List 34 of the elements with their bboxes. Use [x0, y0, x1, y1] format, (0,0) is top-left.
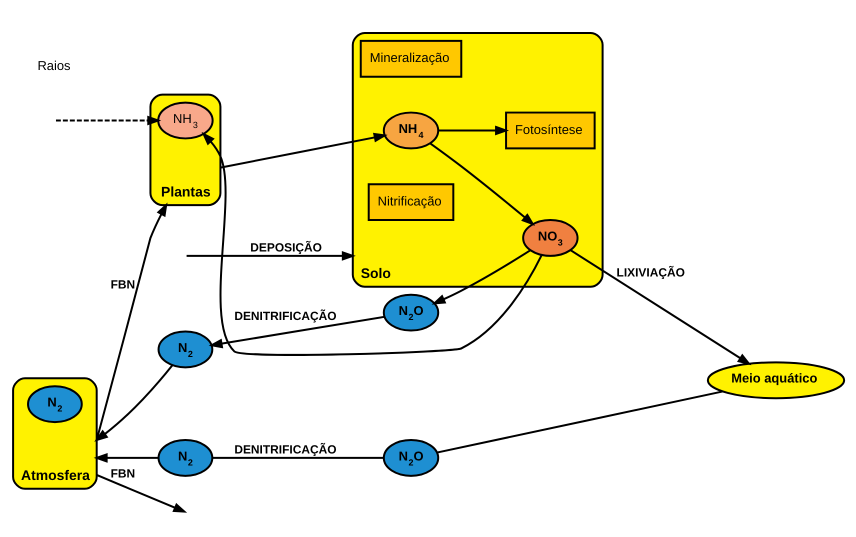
edge-label: DENITRIFICAÇÃO: [234, 309, 336, 324]
arrow: [96, 474, 188, 513]
connector: [212, 456, 384, 459]
node-ellipse: N$_{2}$O: [382, 294, 440, 332]
node-ellipse: Meio aquático: [706, 361, 846, 400]
edge-label: FBN: [110, 466, 136, 480]
edge-label: LIXIVIAÇÃO: [616, 265, 685, 280]
arrow: [432, 249, 532, 305]
arrow: [56, 116, 162, 126]
node-ellipse: NH$_{3}$: [157, 102, 214, 140]
label: Raios: [37, 58, 71, 74]
node-box: Nitrificação: [368, 183, 454, 222]
edge-label: DENITRIFICAÇÃO: [234, 442, 336, 457]
node-box: Fotosíntese: [505, 112, 596, 150]
arrow: [186, 251, 356, 261]
arrow: [570, 249, 752, 366]
arrow: [202, 132, 542, 356]
node-ellipse: N$_{2}$O: [382, 439, 440, 477]
arrow: [94, 202, 168, 442]
edge-label: FBN: [110, 277, 136, 292]
node-ellipse: NH$_{4}$: [382, 112, 440, 150]
node-ellipse: N$_{2}$: [158, 439, 214, 477]
arrow: [220, 132, 388, 169]
node-ellipse: N$_{2}$: [158, 330, 214, 368]
arrow: [208, 316, 385, 348]
edge-label: DEPOSIÇÃO: [250, 240, 322, 254]
arrow: [94, 453, 159, 463]
node-ellipse: NO$_{3}$: [522, 219, 579, 257]
arrow: [94, 364, 174, 442]
arrow: [438, 126, 510, 136]
node-ellipse: N$_{2}$: [27, 385, 83, 424]
node-box: Mineralização: [360, 40, 462, 78]
arrow: [430, 142, 536, 226]
connector: [436, 390, 724, 454]
